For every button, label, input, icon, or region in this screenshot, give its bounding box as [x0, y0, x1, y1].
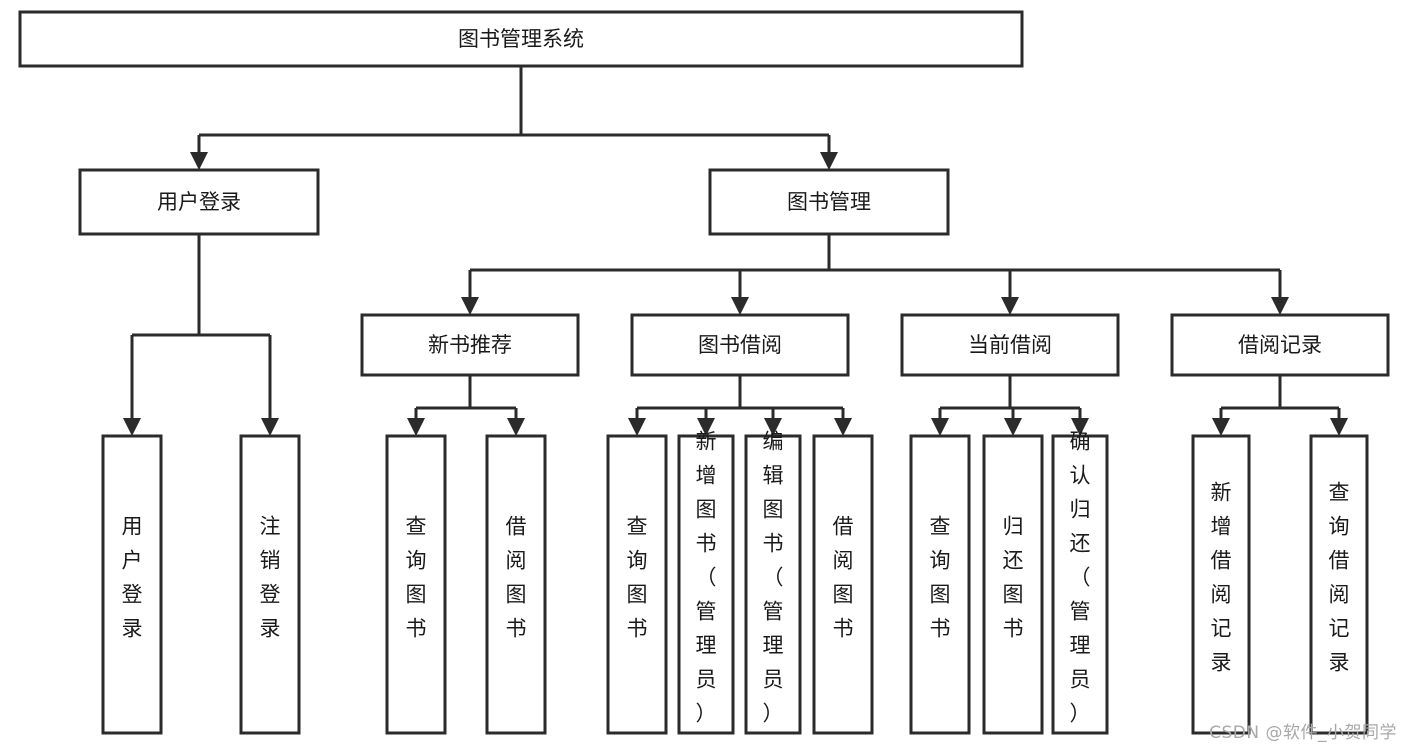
connectors-layer: [123, 66, 1348, 436]
node-leaf-8-label: 查询图书: [930, 515, 951, 641]
connector-mgmt-to-level3-0-head: [461, 297, 479, 315]
node-leaf-4-label: 查询图书: [627, 515, 648, 641]
leaf-nodes: 用户登录 注销登录 查询图书 借阅图书 查询图书 新增图书（管理员） 编辑图书（管理员） 借阅…: [101, 430, 1369, 735]
node-level2-0-label: 用户登录: [157, 190, 241, 214]
node-leaf-1-label: 注销登录: [260, 515, 281, 641]
node-leaf-12[interactable]: 查询借阅记录: [1309, 434, 1369, 735]
node-root-label: 图书管理系统: [458, 27, 584, 51]
node-level3-0-label: 新书推荐: [428, 333, 512, 357]
node-level3-3-box[interactable]: [1170, 313, 1390, 377]
connector-level3-1-to-leaf-3-head: [834, 418, 852, 436]
node-leaf-4[interactable]: 查询图书: [606, 434, 668, 735]
connector-level3-0-to-leaf-1-head: [507, 418, 525, 436]
connector-root-to-level2-0-head: [190, 152, 208, 170]
node-leaf-8[interactable]: 查询图书: [909, 434, 971, 735]
node-level3-0-box[interactable]: [360, 313, 580, 377]
connector-level3-3-to-leaf-0-head: [1212, 418, 1230, 436]
node-level2-1-box[interactable]: [708, 168, 950, 236]
connector-level3-2-to-leaf-2-head: [1071, 418, 1089, 436]
node-leaf-11-label: 新增借阅记录: [1211, 481, 1232, 675]
node-root[interactable]: 图书管理系统: [18, 10, 1024, 68]
node-leaf-9-label: 归还图书: [1003, 515, 1024, 641]
connector-level3-3-to-leaf-1-head: [1330, 418, 1348, 436]
node-leaf-3-box[interactable]: [485, 434, 547, 735]
node-leaf-12-box[interactable]: [1309, 434, 1369, 735]
node-leaf-5-box[interactable]: [677, 434, 735, 735]
connector-level3-2-to-leaf-0-head: [931, 418, 949, 436]
connector-mgmt-to-level3-1-head: [731, 297, 749, 315]
node-leaf-1[interactable]: 注销登录: [239, 434, 301, 735]
node-level3-0[interactable]: 新书推荐: [360, 313, 580, 377]
node-level2-0[interactable]: 用户登录: [78, 168, 320, 236]
node-leaf-0-label: 用户登录: [122, 515, 143, 641]
node-leaf-4-box[interactable]: [606, 434, 668, 735]
node-level3-3[interactable]: 借阅记录: [1170, 313, 1390, 377]
node-level2-1[interactable]: 图书管理: [708, 168, 950, 236]
level2-nodes: 用户登录 图书管理: [78, 168, 950, 236]
connector-level3-1-to-leaf-2-head: [764, 418, 782, 436]
node-leaf-3-label: 借阅图书: [506, 515, 527, 641]
node-level2-1-label: 图书管理: [787, 190, 871, 214]
connector-login-to-leaf-1-head: [261, 418, 279, 436]
connector-login-to-leaf-0-head: [123, 418, 141, 436]
node-leaf-11-box[interactable]: [1191, 434, 1251, 735]
level3-nodes: 新书推荐 图书借阅 当前借阅 借阅记录: [360, 313, 1390, 377]
connector-level3-2-to-leaf-1-head: [1004, 418, 1022, 436]
node-leaf-3[interactable]: 借阅图书: [485, 434, 547, 735]
node-leaf-7-box[interactable]: [812, 434, 874, 735]
node-leaf-0-box[interactable]: [101, 434, 163, 735]
node-leaf-1-box[interactable]: [239, 434, 301, 735]
node-leaf-6[interactable]: 编辑图书（管理员）: [744, 430, 802, 735]
node-leaf-0[interactable]: 用户登录: [101, 434, 163, 735]
node-leaf-2-label: 查询图书: [406, 515, 427, 641]
node-level3-1[interactable]: 图书借阅: [630, 313, 850, 377]
node-leaf-7-label: 借阅图书: [833, 515, 854, 641]
node-leaf-2-box[interactable]: [385, 434, 447, 735]
node-leaf-9-box[interactable]: [982, 434, 1044, 735]
node-root-box[interactable]: [18, 10, 1024, 68]
node-leaf-2[interactable]: 查询图书: [385, 434, 447, 735]
node-level2-0-box[interactable]: [78, 168, 320, 236]
node-leaf-12-label: 查询借阅记录: [1329, 481, 1350, 675]
node-leaf-11[interactable]: 新增借阅记录: [1191, 434, 1251, 735]
connector-level3-0-to-leaf-0-head: [407, 418, 425, 436]
node-leaf-10-box[interactable]: [1051, 434, 1109, 735]
watermark-label: CSDN @软件_小贺同学: [1209, 723, 1397, 743]
node-leaf-10[interactable]: 确认归还（管理员）: [1051, 430, 1109, 735]
node-leaf-5[interactable]: 新增图书（管理员）: [677, 430, 735, 735]
connector-mgmt-to-level3-2-head: [1001, 297, 1019, 315]
node-level3-3-label: 借阅记录: [1238, 333, 1322, 357]
node-level3-2[interactable]: 当前借阅: [900, 313, 1120, 377]
node-level3-1-box[interactable]: [630, 313, 850, 377]
node-leaf-6-label: 编辑图书（管理员）: [763, 430, 784, 726]
node-level3-2-box[interactable]: [900, 313, 1120, 377]
node-leaf-8-box[interactable]: [909, 434, 971, 735]
node-level3-2-label: 当前借阅: [968, 333, 1052, 357]
node-leaf-5-label: 新增图书（管理员）: [696, 430, 717, 726]
connector-level3-1-to-leaf-1-head: [697, 418, 715, 436]
node-leaf-6-box[interactable]: [744, 434, 802, 735]
connector-root-to-level2-1-head: [820, 152, 838, 170]
node-leaf-7[interactable]: 借阅图书: [812, 434, 874, 735]
connector-mgmt-to-level3-3-head: [1271, 297, 1289, 315]
node-leaf-9[interactable]: 归还图书: [982, 434, 1044, 735]
connector-level3-1-to-leaf-0-head: [628, 418, 646, 436]
node-leaf-10-label: 确认归还（管理员）: [1070, 430, 1091, 726]
node-level3-1-label: 图书借阅: [698, 333, 782, 357]
